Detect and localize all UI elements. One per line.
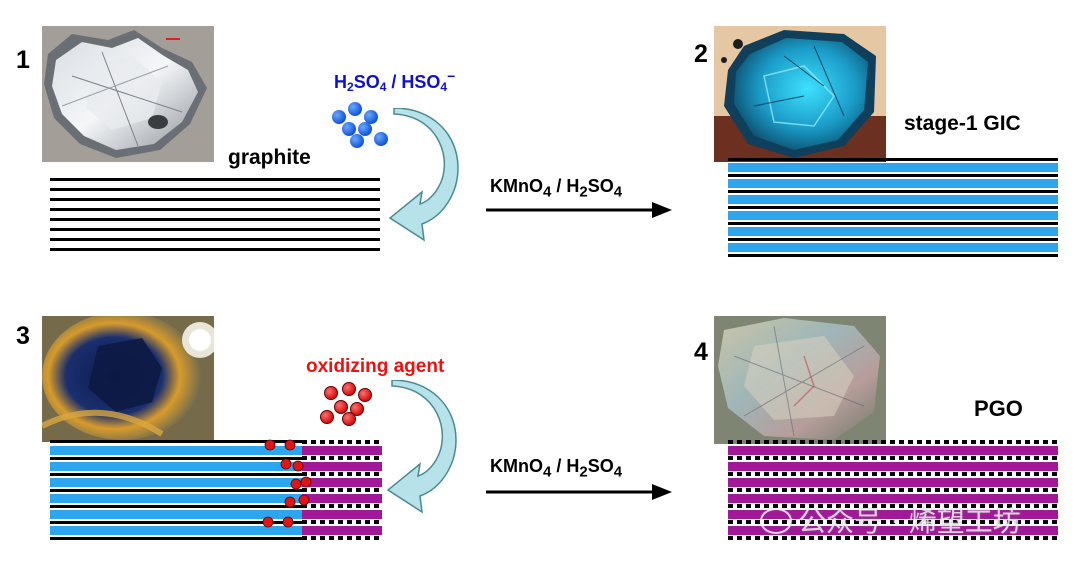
label-stage1-gic: stage-1 GIC: [904, 112, 1021, 135]
reaction-arrow-2: [486, 484, 672, 500]
micrograph-graphite: [42, 26, 214, 162]
reaction-arrow-1: [486, 202, 672, 218]
graphite-layers: [50, 178, 380, 251]
micrograph-oxidizing: [42, 316, 214, 442]
step-number-3: 3: [16, 322, 30, 350]
label-oxidizing-agent: oxidizing agent: [306, 356, 445, 377]
watermark: 公众号 · 烯望工坊: [760, 500, 1021, 540]
wechat-icon: [760, 508, 792, 534]
oxidizing-agent-molecules: [320, 382, 380, 432]
label-pgo: PGO: [974, 396, 1023, 421]
micrograph-pgo: [714, 316, 886, 444]
curved-arrow-intercalation: [388, 108, 459, 242]
label-graphite: graphite: [228, 146, 311, 169]
micrograph-stage1-gic: [714, 26, 886, 162]
intercalant-molecules: [330, 100, 390, 150]
step-number-4: 4: [694, 338, 708, 366]
reaction-conditions-2: KMnO4 / H2SO4: [490, 456, 623, 481]
gic-layers: [728, 158, 1058, 257]
intercalant-formula: H2SO4 / HSO4−: [334, 68, 456, 94]
pgo-layers: [728, 440, 1058, 540]
step-number-2: 2: [694, 40, 708, 68]
curved-arrow-oxidation: [386, 380, 457, 514]
step-number-1: 1: [16, 46, 30, 74]
partially-oxidized-layers: [50, 439, 382, 540]
reaction-conditions-1: KMnO4 / H2SO4: [490, 176, 623, 201]
